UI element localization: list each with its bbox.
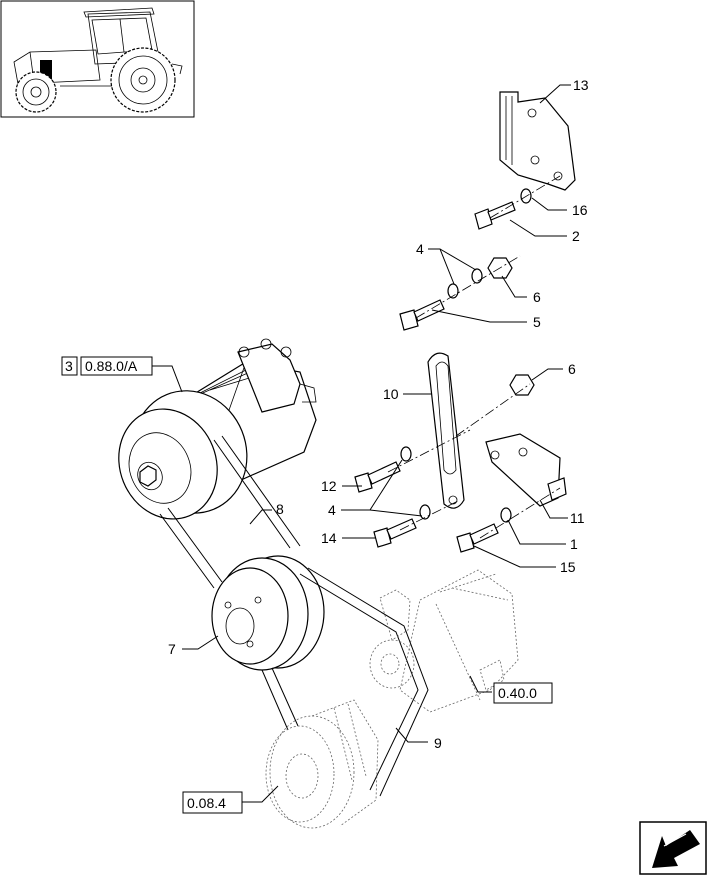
compressor-reference[interactable]: 3 0.88.0/A	[61, 356, 153, 376]
compressor-ref: 0.88.0/A	[85, 358, 138, 374]
callout-2: 2	[572, 228, 580, 244]
callout-7: 7	[168, 641, 176, 657]
callout-13: 13	[573, 77, 589, 93]
callout-1: 1	[570, 536, 578, 552]
belt-8	[159, 435, 301, 589]
water-pump	[265, 699, 379, 829]
pulley-7	[211, 555, 325, 671]
callout-10: 10	[383, 386, 399, 402]
callout-4-mid: 4	[328, 502, 336, 518]
callout-6-top: 6	[533, 289, 541, 305]
tractor-thumbnail-icon[interactable]	[0, 0, 195, 118]
washer-12	[400, 446, 412, 462]
nut-6b	[509, 374, 535, 396]
callout-numbers: 13 16 2 4 6 5 6 10 12 4 14 11 1 15 8 7 9	[168, 77, 589, 751]
alternator	[369, 569, 519, 713]
bolt-14	[373, 518, 417, 548]
washer-1	[500, 507, 512, 523]
callout-9: 9	[434, 735, 442, 751]
bolt-12	[354, 461, 401, 493]
callout-15: 15	[560, 559, 576, 575]
lower-bracket-11	[485, 433, 567, 507]
callout-4-top: 4	[416, 241, 424, 257]
compressor-qty: 3	[65, 358, 73, 374]
washer-14	[419, 504, 431, 520]
leader-lines	[152, 84, 571, 803]
next-page-arrow-icon[interactable]	[639, 821, 707, 875]
ac-compressor	[118, 338, 317, 520]
alignment-axes	[387, 175, 561, 539]
callout-5: 5	[533, 314, 541, 330]
upper-bracket-13	[499, 91, 576, 191]
callout-12: 12	[321, 478, 337, 494]
alternator-reference[interactable]: 0.40.0	[493, 682, 553, 704]
alternator-ref: 0.40.0	[498, 685, 537, 701]
callout-11: 11	[570, 510, 585, 526]
water-pump-ref: 0.08.4	[187, 795, 226, 811]
bolt-2	[474, 201, 516, 230]
bolt-5	[399, 299, 445, 331]
callout-14: 14	[321, 530, 337, 546]
callout-8: 8	[276, 501, 284, 517]
callout-6-mid: 6	[568, 361, 576, 377]
washer-4b	[471, 268, 483, 284]
water-pump-reference[interactable]: 0.08.4	[182, 791, 243, 814]
callout-16: 16	[572, 202, 588, 218]
adjuster-link-10	[427, 352, 465, 509]
belt-9	[261, 567, 429, 797]
bolt-15	[456, 523, 499, 553]
